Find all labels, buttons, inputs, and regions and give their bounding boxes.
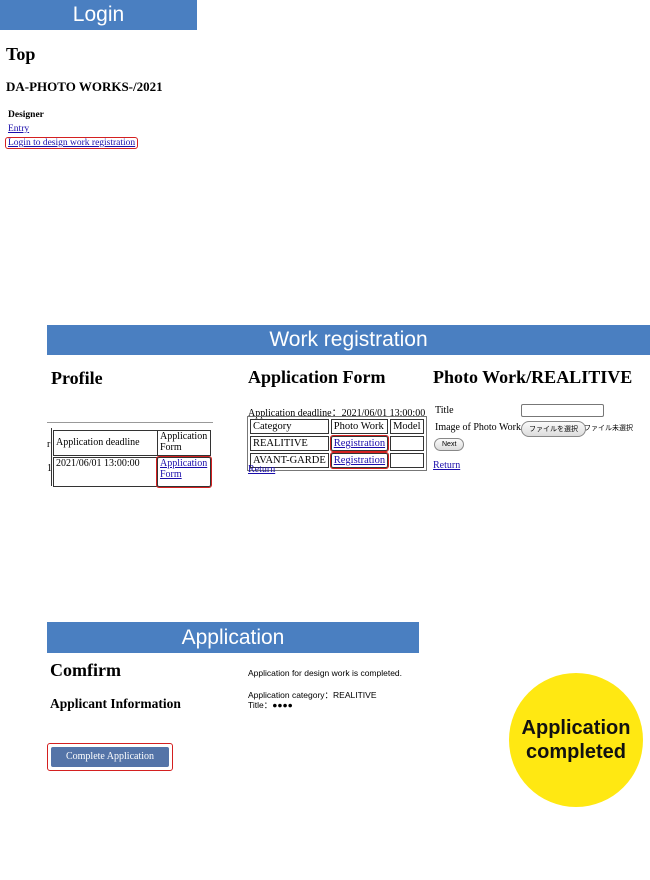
profile-title: Profile: [51, 368, 103, 388]
registration-link-avant-garde[interactable]: Registration: [329, 452, 390, 469]
table-row: AVANT-GARDE Registration: [250, 452, 424, 469]
table-row: REALITIVE Registration: [250, 435, 424, 452]
site-title: DA-PHOTO WORKS-/2021: [6, 79, 163, 94]
row-category: AVANT-GARDE: [250, 453, 329, 468]
profile-header-form: Application Form: [157, 430, 211, 456]
confirm-title: Comfirm: [50, 660, 121, 680]
profile-header-deadline: Application deadline: [53, 430, 158, 456]
application-completed-badge: Application completed: [509, 673, 643, 807]
row-model: [390, 436, 424, 451]
title-input[interactable]: [521, 404, 604, 417]
header-model: Model: [390, 419, 424, 434]
file-status-text: ファイル未選択: [584, 425, 633, 432]
header-category: Category: [250, 419, 329, 434]
photo-work-title: Photo Work/REALITIVE: [433, 367, 633, 387]
title-field-label: Title: [435, 405, 454, 416]
choose-file-button[interactable]: ファイルを選択: [521, 421, 586, 437]
profile-application-form-link[interactable]: Application Form: [156, 456, 212, 488]
designer-label: Designer: [8, 110, 44, 120]
next-button[interactable]: Next: [434, 438, 465, 451]
row-model: [390, 453, 424, 468]
login-banner: Login: [0, 0, 197, 30]
top-title: Top: [6, 44, 36, 64]
entry-link[interactable]: Entry: [8, 124, 30, 134]
table-header-row: Category Photo Work Model: [250, 419, 424, 434]
profile-table-partial-row: 1: [47, 463, 52, 474]
complete-application-button[interactable]: Complete Application: [51, 747, 169, 767]
image-field-label: Image of Photo Work: [435, 422, 521, 433]
profile-row-deadline: 2021/06/01 13:00:00: [53, 457, 158, 487]
header-photo-work: Photo Work: [330, 419, 389, 434]
login-registration-link[interactable]: Login to design work registration: [4, 137, 139, 149]
profile-table-partial-col: r: [47, 439, 51, 450]
work-registration-banner: Work registration: [47, 325, 650, 355]
applicant-information-heading: Applicant Information: [50, 696, 181, 711]
category-table: Category Photo Work Model REALITIVE Regi…: [247, 416, 427, 471]
photo-work-return-link[interactable]: Return: [433, 460, 461, 471]
application-form-title: Application Form: [248, 367, 386, 387]
application-category-line: Application category：REALITIVE: [248, 690, 377, 700]
completion-message: Application for design work is completed…: [248, 668, 403, 678]
application-title-line: Title：●●●●: [248, 700, 293, 710]
application-form-return-link[interactable]: Return: [248, 464, 276, 475]
table-border: [51, 428, 52, 486]
application-deadline-line: Application deadline：2021/06/01 13:00:00: [248, 408, 426, 419]
application-banner: Application: [47, 622, 419, 653]
badge-text: Application completed: [521, 717, 631, 763]
row-category: REALITIVE: [250, 436, 329, 451]
profile-panel: r 1 Application deadline Application For…: [47, 422, 213, 491]
registration-link-realitive[interactable]: Registration: [329, 435, 390, 452]
